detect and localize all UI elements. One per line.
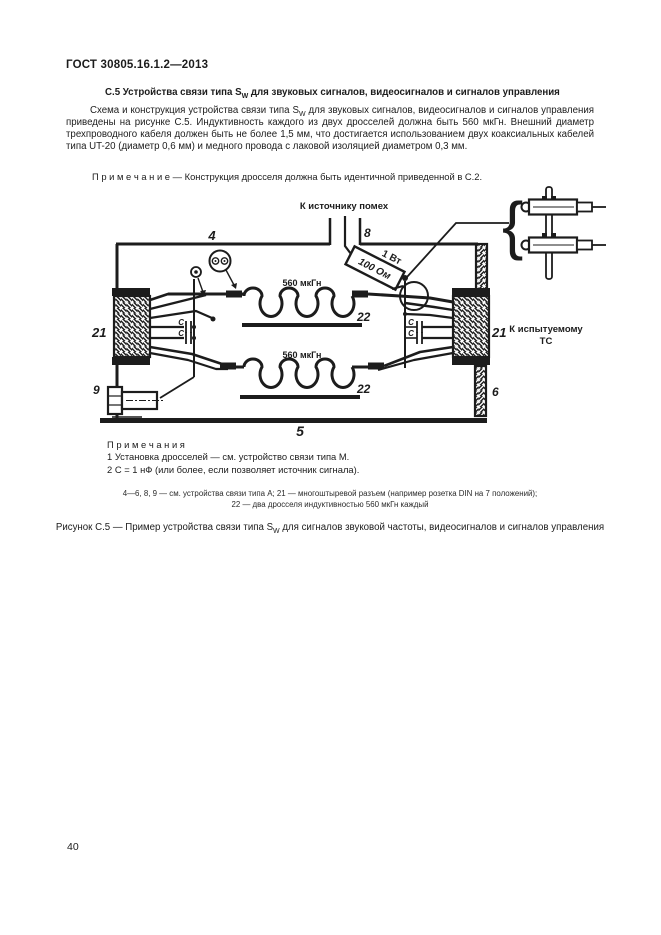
resistor-lead [391,284,404,291]
paragraph-pre: Схема и конструкция устройства связи тип… [90,105,299,116]
capacitor-label: C [178,329,184,338]
note-label: П р и м е ч а н и е [92,171,171,182]
heading-subscript: W [241,92,249,100]
ground-plane [100,416,487,423]
figure-notes-label: П р и м е ч а н и я [107,439,185,450]
inductance-bottom-label: 560 мкГн [283,350,322,360]
capacitor-label: C [408,318,414,327]
note-text: — Конструкция дросселя должна быть идент… [172,171,483,182]
wires-left [149,292,244,371]
callout-22-top: 22 [356,310,371,324]
resistor-100ohm: 100 Ом 1 Вт [343,244,407,292]
section-heading: С.5 Устройства связи типа SW для звуковы… [66,87,594,100]
terminal-and-bead [190,249,237,296]
note-paragraph: П р и м е ч а н и е — Конструкция дроссе… [66,171,594,182]
paragraph-post: для звуковых сигналов, видеосигналов и с… [66,105,594,152]
caption-pre: Рисунок С.5 — Пример устройства связи ти… [55,522,274,533]
page-header: ГОСТ 30805.16.1.2—2013 [66,59,209,71]
callout-21-left: 21 [91,325,106,340]
figure-note-item: 2 С = 1 нФ (или более, если позволяет ис… [107,463,360,475]
internal-vertical-wires [159,279,407,399]
connector-right-21 [451,288,491,365]
callout-22-bottom: 22 [356,382,371,396]
caption-post: для сигналов звуковой частоты, видеосигн… [279,522,605,533]
page-number: 40 [67,841,79,853]
wall-segment-6 [473,364,488,418]
twin-coax-detail: { [502,186,606,280]
callout-8: 8 [364,226,371,240]
legend-line: 4—6, 8, 9 — см. устройства связи типа А;… [122,489,538,498]
figure-diagram: C C C C [91,186,606,439]
caption-subscript: W [273,527,280,535]
wires-right [352,292,454,372]
inductor-bottom [220,357,384,399]
heading-pre: С.5 Устройства связи типа S [105,87,242,98]
legend-line: 22 — два дросселя индуктивностью 560 мкГ… [231,500,429,510]
capacitor-label: C [408,329,414,338]
to-eut-label-line1: К испытуемому [509,324,583,335]
inductance-top-label: 560 мкГн [283,278,322,288]
brace-glyph: { [502,189,523,261]
to-eut-label-line2: ТС [540,336,553,347]
source-entry-wire [343,216,352,255]
to-source-label: К источнику помех [300,201,389,212]
enclosure-box [115,218,489,418]
figure-caption: Рисунок С.5 — Пример устройства связи ти… [50,521,610,535]
inductor-top [226,286,368,327]
callout-21-right: 21 [491,325,506,340]
coax-cable-bottom [520,236,606,254]
bnc-connector-9 [106,385,164,416]
capacitors: C C C C [178,318,423,344]
figure-notes: П р и м е ч а н и я 1 Установка дросселе… [107,439,359,476]
callout-9: 9 [93,383,100,397]
connector-left-21 [112,288,152,365]
callout-5: 5 [296,423,304,439]
callout-6: 6 [492,385,499,399]
coax-cable-top [520,198,606,216]
body-paragraph: Схема и конструкция устройства связи тип… [66,105,594,153]
capacitor-label: C [178,318,184,327]
paragraph-subscript: W [298,110,306,118]
callout-4: 4 [207,228,216,243]
detail-pointer [406,222,509,278]
figure-legend: 4—6, 8, 9 — см. устройства связи типа А;… [50,488,610,511]
heading-post: для звуковых сигналов, видеосигналов и с… [248,87,560,98]
figure-note-item: 1 Установка дросселей — см. устройство с… [107,451,350,463]
